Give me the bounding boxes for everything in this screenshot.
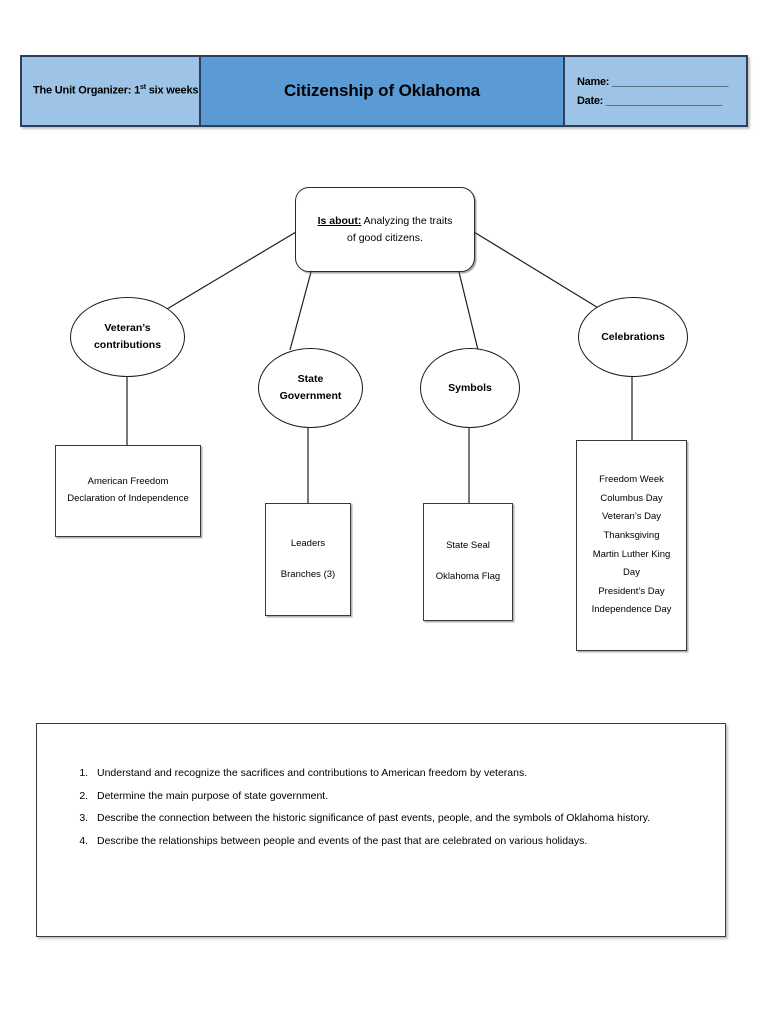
node-state-government-line-2: Government <box>279 390 342 402</box>
detail-box-symbols: State Seal Oklahoma Flag <box>423 503 513 621</box>
name-field[interactable]: Name: ____________________ <box>577 75 729 88</box>
page-title: Citizenship of Oklahoma <box>283 81 481 100</box>
node-veterans-line-1: Veteran’s <box>104 322 151 335</box>
node-veterans-contributions: Veteran’s contributions <box>70 297 185 377</box>
detail-line: Freedom Week <box>599 474 664 486</box>
objective-item: Understand and recognize the sacrifices … <box>91 762 699 785</box>
detail-line: Thanksgiving <box>603 529 660 541</box>
detail-line: Columbus Day <box>600 492 663 504</box>
unit-organizer-ordinal-suffix: st <box>140 84 146 92</box>
date-field[interactable]: Date: ____________________ <box>577 94 723 107</box>
detail-line: Independence Day <box>591 604 672 616</box>
is-about-line-2: of good citizens. <box>347 231 423 244</box>
detail-line: Leaders <box>290 537 326 549</box>
unit-organizer-label: The Unit Organizer: 1st six weeks <box>33 84 199 98</box>
connector-isabout-veterans <box>166 231 297 310</box>
unit-organizer-header: The Unit Organizer: 1st six weeks Citize… <box>20 55 748 127</box>
connector-isabout-celebrations <box>473 231 601 310</box>
objective-item: Describe the connection between the hist… <box>91 807 699 830</box>
is-about-line-1-text: Analyzing the traits <box>361 215 453 228</box>
node-symbols-line-1: Symbols <box>448 381 492 394</box>
detail-line: Declaration of Independence <box>67 493 189 504</box>
objective-item: Determine the main purpose of state gove… <box>91 785 699 808</box>
header-unit-label-cell: The Unit Organizer: 1st six weeks <box>22 57 201 125</box>
detail-line: Veteran’s Day <box>602 511 661 523</box>
node-state-government-line-1: State <box>297 373 324 386</box>
node-symbols: Symbols <box>420 348 520 428</box>
header-name-date-cell: Name: ____________________ Date: _______… <box>565 57 746 125</box>
detail-line: President’s Day <box>598 585 665 597</box>
detail-box-veterans: American Freedom Declaration of Independ… <box>55 445 201 537</box>
detail-line: American Freedom <box>87 476 169 488</box>
detail-box-state-government: Leaders Branches (3) <box>265 503 351 616</box>
header-title-cell: Citizenship of Oklahoma <box>201 57 565 125</box>
node-celebrations-line-1: Celebrations <box>601 330 665 343</box>
connector-isabout-state-government <box>289 271 312 351</box>
is-about-box: Is about: Analyzing the traits of good c… <box>295 187 475 272</box>
objective-item: Describe the relationships between peopl… <box>91 830 699 853</box>
node-veterans-line-2: contributions <box>93 339 162 351</box>
unit-organizer-suffix: six weeks <box>145 84 199 97</box>
detail-line: Branches (3) <box>280 568 336 580</box>
is-about-lead-label: Is about: <box>317 215 362 228</box>
detail-line: Martin Luther King Day <box>592 548 671 579</box>
objectives-list: Understand and recognize the sacrifices … <box>63 762 699 852</box>
unit-organizer-prefix: The Unit Organizer: 1 <box>33 84 141 97</box>
connector-isabout-symbols <box>458 271 479 351</box>
objectives-box: Understand and recognize the sacrifices … <box>36 723 726 937</box>
detail-line: State Seal <box>446 540 490 552</box>
is-about-line-1: Is about: Analyzing the traits <box>318 213 453 229</box>
node-state-government: State Government <box>258 348 363 428</box>
node-celebrations: Celebrations <box>578 297 688 377</box>
detail-box-celebrations: Freedom Week Columbus Day Veteran’s Day … <box>576 440 687 651</box>
detail-line: Oklahoma Flag <box>435 571 501 582</box>
